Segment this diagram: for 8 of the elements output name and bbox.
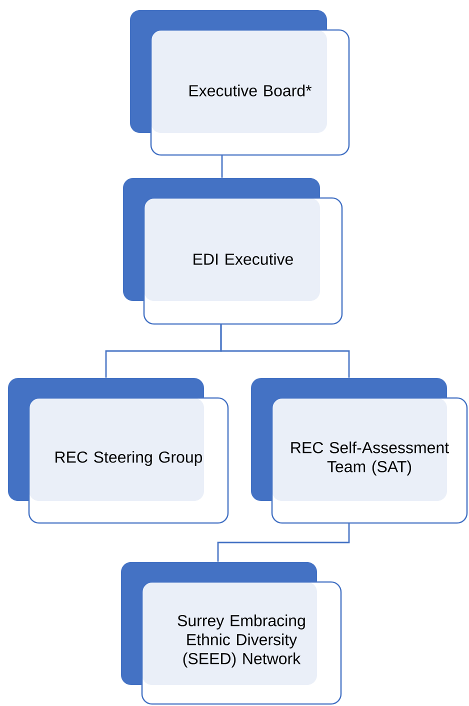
- org-box: Surrey Embracing Ethnic Diversity (SEED) Network: [121, 562, 342, 705]
- org-box: EDI Executive: [123, 178, 343, 325]
- org-box: Executive Board*: [130, 10, 350, 156]
- org-box: REC Self-Assessment Team (SAT): [251, 378, 468, 524]
- org-box: REC Steering Group: [8, 378, 229, 524]
- connector-line: [220, 324, 350, 378]
- connector-line: [217, 523, 350, 562]
- connector-line: [221, 155, 223, 178]
